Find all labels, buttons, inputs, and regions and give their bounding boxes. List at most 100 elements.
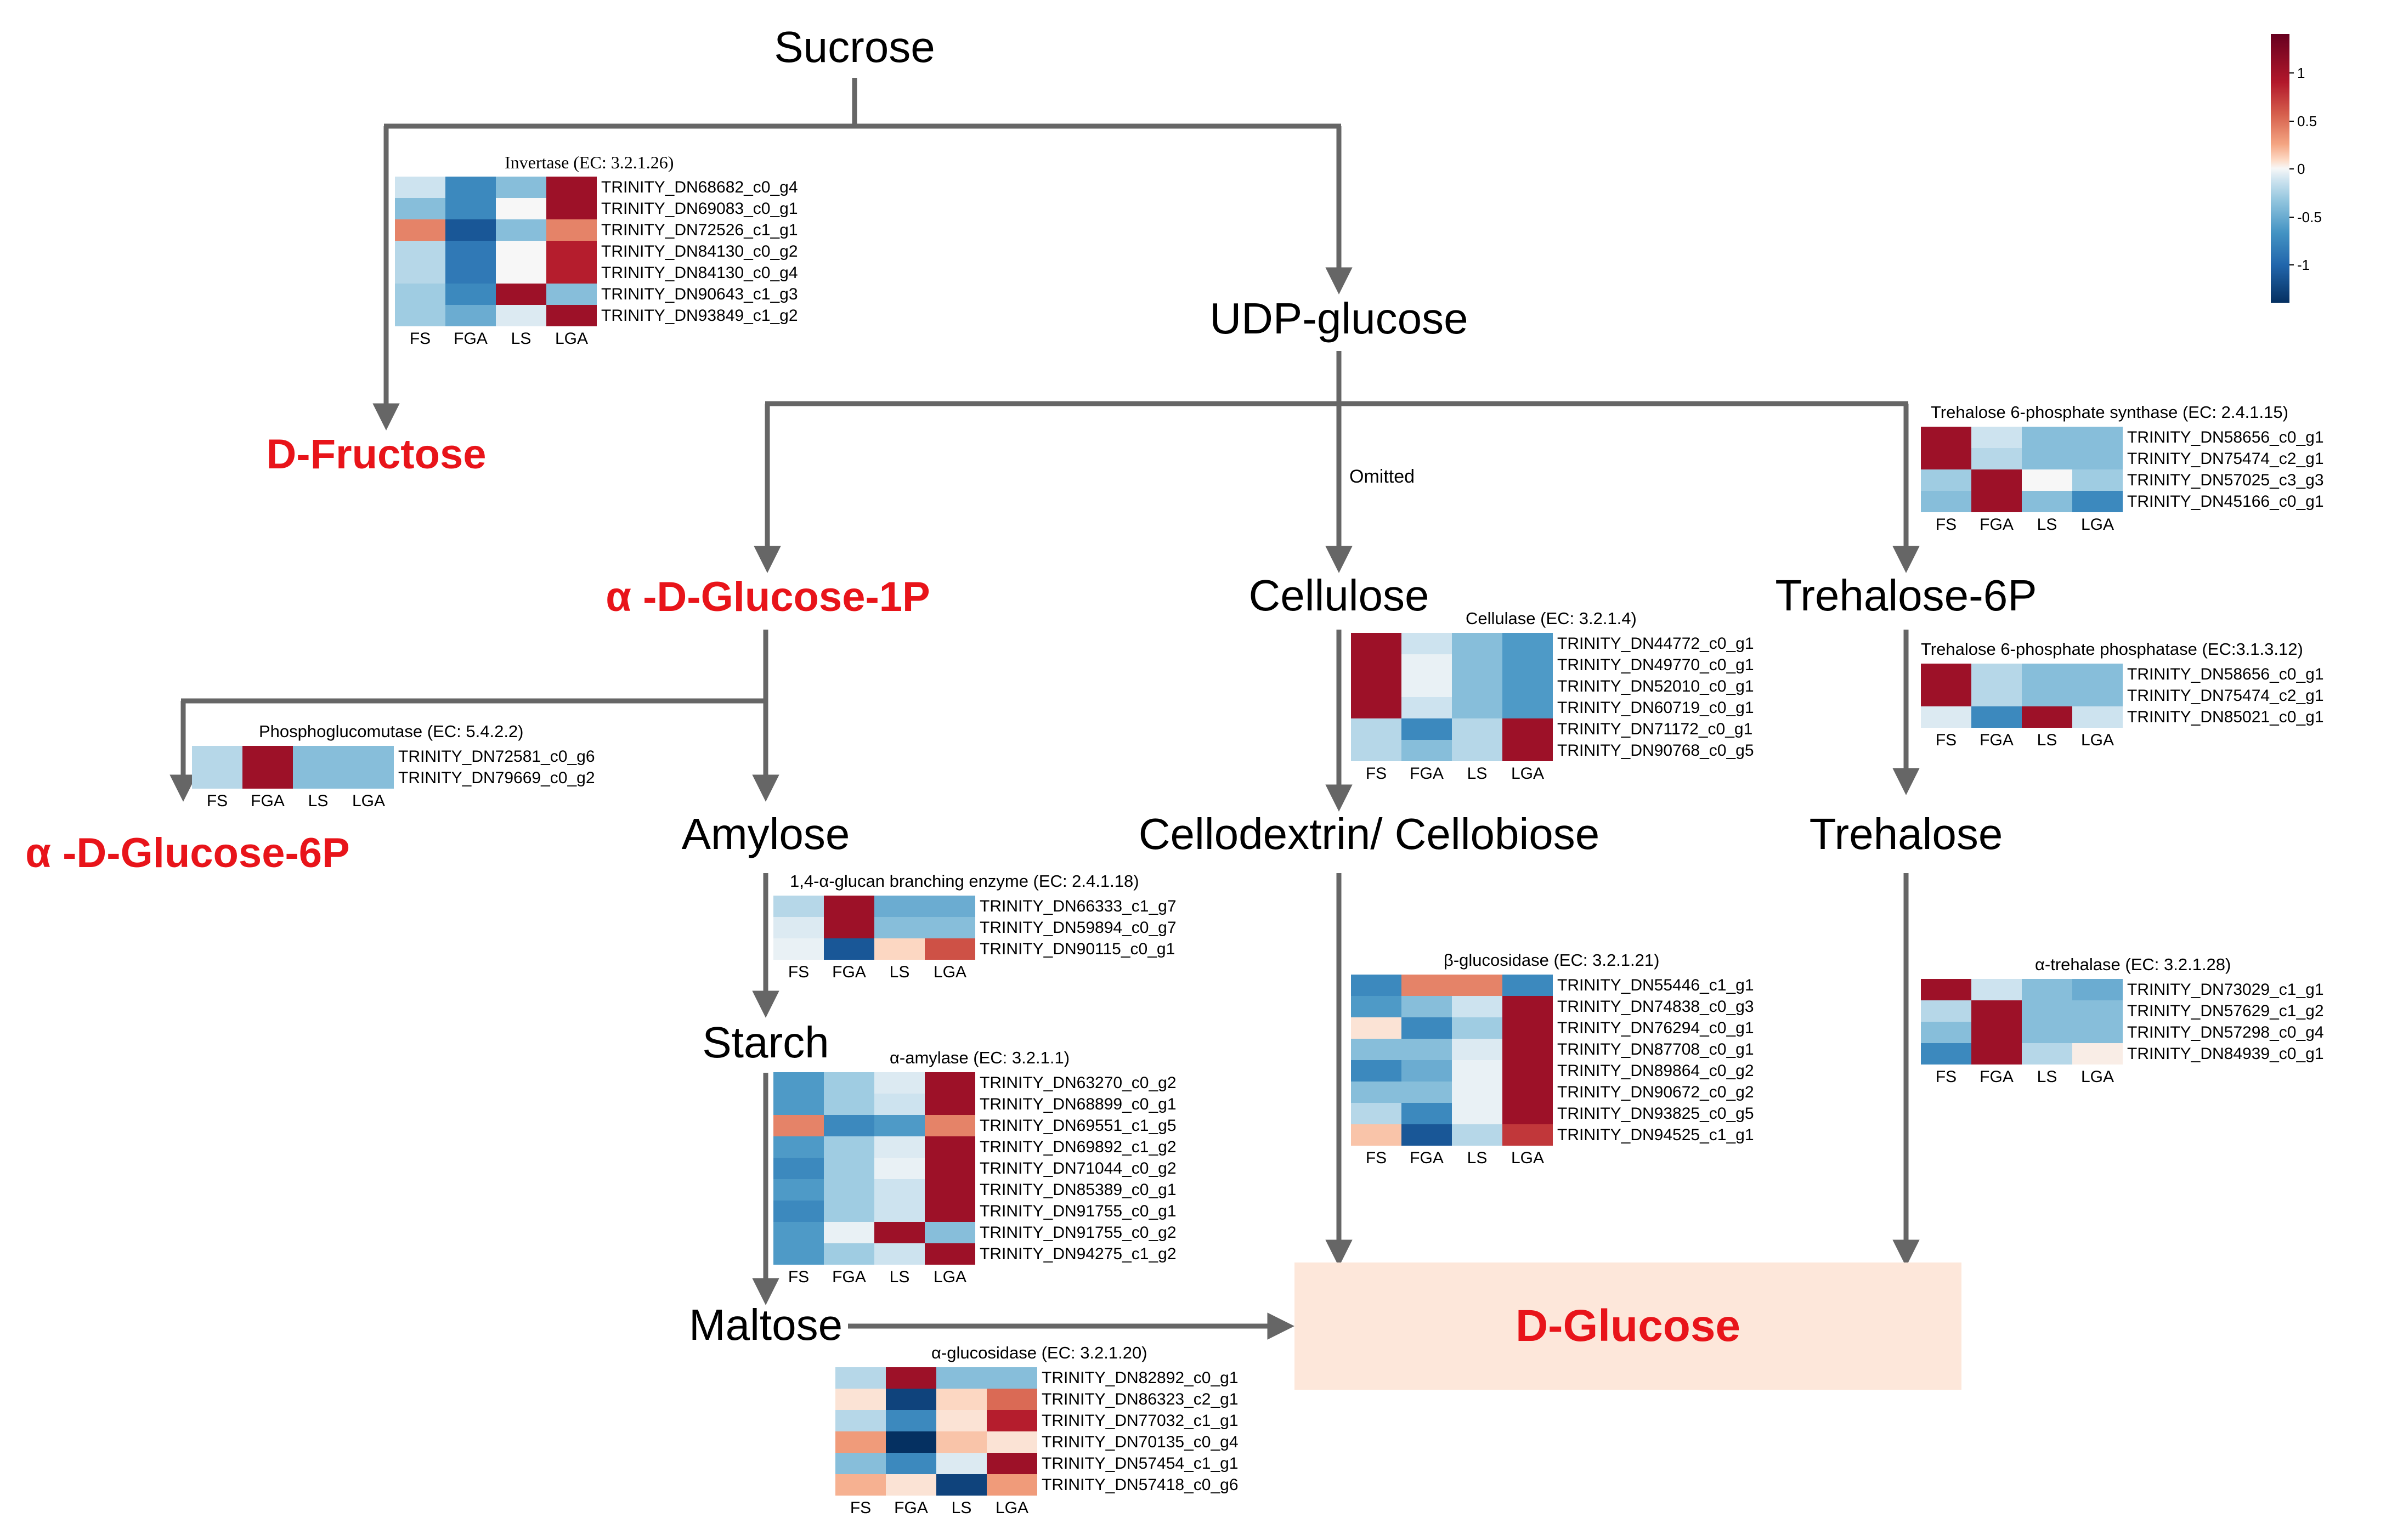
column-label: FGA: [1410, 765, 1444, 783]
color-scale-bar: [2271, 34, 2289, 303]
heatmap-cell: [987, 1431, 1037, 1453]
heatmap-cell: [445, 241, 496, 262]
heatmap-cell: [1351, 676, 1401, 697]
heatmap-cell: [874, 1201, 925, 1222]
heatmap-grid: [395, 177, 597, 326]
heatmap-cell: [2072, 1000, 2123, 1022]
heatmap-cell: [1502, 1017, 1553, 1039]
heatmap-cell: [936, 1367, 987, 1389]
heatmap-cell: [773, 1158, 824, 1179]
heatmap-cell: [1971, 448, 2022, 469]
gene-label: TRINITY_DN59894_c0_g7: [980, 919, 1177, 937]
node-starch: Starch: [702, 1018, 829, 1067]
gene-label: TRINITY_DN57454_c1_g1: [1042, 1454, 1239, 1473]
heatmap-cell: [1921, 427, 1971, 448]
heatmap-cell: [1971, 706, 2022, 728]
heatmap-cell: [773, 938, 824, 960]
gene-label: TRINITY_DN44772_c0_g1: [1557, 635, 1754, 653]
gene-label: TRINITY_DN74838_c0_g3: [1557, 998, 1754, 1016]
gene-label: TRINITY_DN55446_c1_g1: [1557, 976, 1754, 994]
node-sucrose: Sucrose: [774, 22, 935, 71]
heatmap-cell: [1502, 740, 1553, 761]
heatmap-cell: [874, 1094, 925, 1115]
heatmap-cell: [874, 938, 925, 960]
column-label: FS: [788, 963, 810, 981]
heatmap-cell: [2022, 469, 2072, 491]
heatmap-cell: [874, 917, 925, 938]
heatmap-cell: [987, 1474, 1037, 1496]
gene-label: TRINITY_DN60719_c0_g1: [1557, 699, 1754, 717]
heatmap-cell: [824, 1115, 874, 1136]
heatmap-cell: [824, 917, 874, 938]
heatmap-cell: [496, 284, 546, 305]
column-label: FS: [1935, 731, 1957, 749]
heatmap-cell: [1502, 1103, 1553, 1124]
heatmap-cell: [1401, 718, 1452, 740]
heatmap-grid: [192, 746, 394, 789]
heatmap-cell: [773, 1094, 824, 1115]
heatmap-cell: [874, 1115, 925, 1136]
heatmap-cell: [925, 1222, 975, 1243]
column-label: FS: [850, 1499, 872, 1517]
gene-label: TRINITY_DN58656_c0_g1: [2127, 665, 2324, 683]
heatmap-cell: [2022, 706, 2072, 728]
legend-tick: [2289, 72, 2294, 73]
heatmap-cell: [1971, 469, 2022, 491]
heatmap-cell: [496, 305, 546, 326]
heatmap-cell: [936, 1410, 987, 1431]
column-label: FGA: [1410, 1149, 1444, 1167]
heatmap-cell: [1351, 1039, 1401, 1060]
heatmap-cell: [987, 1453, 1037, 1474]
heatmap-cell: [293, 767, 343, 789]
heatmap-cell: [1452, 1082, 1502, 1103]
heatmap-cell: [1921, 491, 1971, 512]
heatmap-cell: [824, 1158, 874, 1179]
heatmap-title: Trehalose 6-phosphate phosphatase (EC:3.…: [1921, 639, 2303, 659]
heatmap-cell: [1971, 1000, 2022, 1022]
legend-tick: [2289, 216, 2294, 218]
column-label: LGA: [933, 1268, 967, 1286]
heatmap-cell: [2072, 979, 2123, 1000]
gene-label: TRINITY_DN90672_c0_g2: [1557, 1083, 1754, 1101]
heatmap-cell: [835, 1453, 886, 1474]
heatmap-cell: [546, 177, 597, 198]
heatmap-cell: [1971, 1043, 2022, 1065]
heatmap-cell: [1502, 654, 1553, 676]
heatmap-cell: [886, 1474, 936, 1496]
column-label: LGA: [2080, 516, 2114, 534]
heatmap-cell: [925, 1072, 975, 1094]
heatmap-cell: [1971, 427, 2022, 448]
gene-label: TRINITY_DN68899_c0_g1: [980, 1095, 1177, 1113]
heatmap-cell: [1452, 740, 1502, 761]
heatmap-cell: [2072, 685, 2123, 706]
gene-label: TRINITY_DN57298_c0_g4: [2127, 1023, 2324, 1041]
heatmap-cell: [824, 1136, 874, 1158]
heatmap-cell: [824, 1222, 874, 1243]
gene-label: TRINITY_DN72581_c0_g6: [398, 748, 595, 766]
heatmap-cell: [395, 177, 445, 198]
heatmap-cell: [1351, 996, 1401, 1017]
heatmap-cell: [925, 1243, 975, 1265]
heatmap-cell: [1921, 1022, 1971, 1043]
heatmap-cell: [824, 1201, 874, 1222]
heatmap-cell: [925, 1158, 975, 1179]
heatmap-cell: [2072, 706, 2123, 728]
heatmap-cell: [2022, 448, 2072, 469]
heatmap-cell: [192, 746, 242, 767]
column-label: LGA: [1511, 1149, 1545, 1167]
heatmap-cell: [1351, 740, 1401, 761]
heatmap-cell: [1971, 685, 2022, 706]
heatmap-cell: [242, 746, 293, 767]
heatmap-cell: [1452, 975, 1502, 996]
heatmap-cell: [1401, 1060, 1452, 1082]
gene-label: TRINITY_DN75474_c2_g1: [2127, 450, 2324, 468]
column-label: FS: [1365, 1149, 1387, 1167]
column-label: LS: [2037, 731, 2057, 749]
column-label: FS: [1935, 516, 1957, 534]
heatmap-cell: [2072, 448, 2123, 469]
column-label: LS: [308, 792, 329, 810]
heatmap-cell: [395, 198, 445, 219]
column-label: FGA: [1980, 1068, 2014, 1086]
heatmap-cell: [1452, 654, 1502, 676]
heatmap-cell: [1351, 718, 1401, 740]
